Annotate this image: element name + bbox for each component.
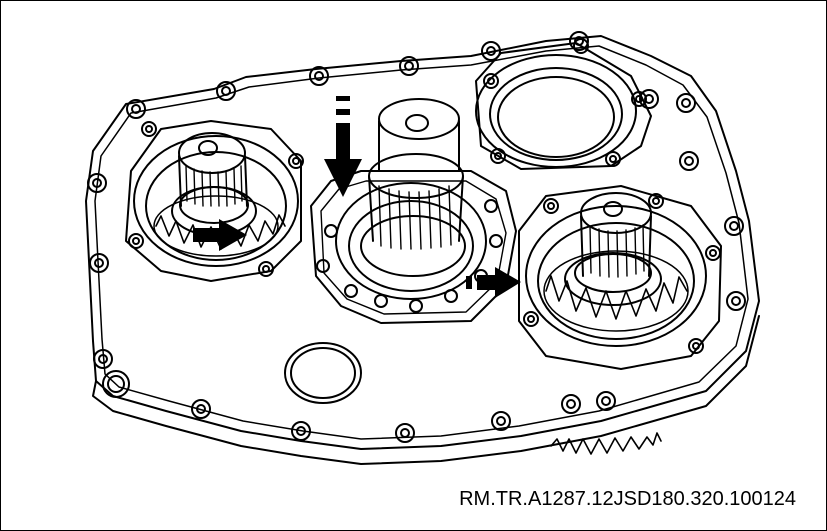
output-gear-teeth [550,432,662,455]
right-bearing-arrow [466,267,521,298]
right-shaft-assembly [518,185,722,370]
figure-caption: RM.TR.A1287.12JSD180.320.100124 [459,488,796,510]
arrows [193,96,521,298]
down-arrow [324,96,362,197]
housing-outline-inner [94,45,749,440]
left-bearing-arrow [193,219,247,251]
bolt-bosses [87,31,746,443]
housing-bottom-edge [92,315,760,465]
centre-shaft-assembly [310,98,517,324]
locating-hole [102,370,130,398]
empty-bearing-bore [475,38,652,170]
housing-outline [85,35,760,450]
cover-plug [284,342,362,404]
left-shaft-assembly [125,120,304,282]
